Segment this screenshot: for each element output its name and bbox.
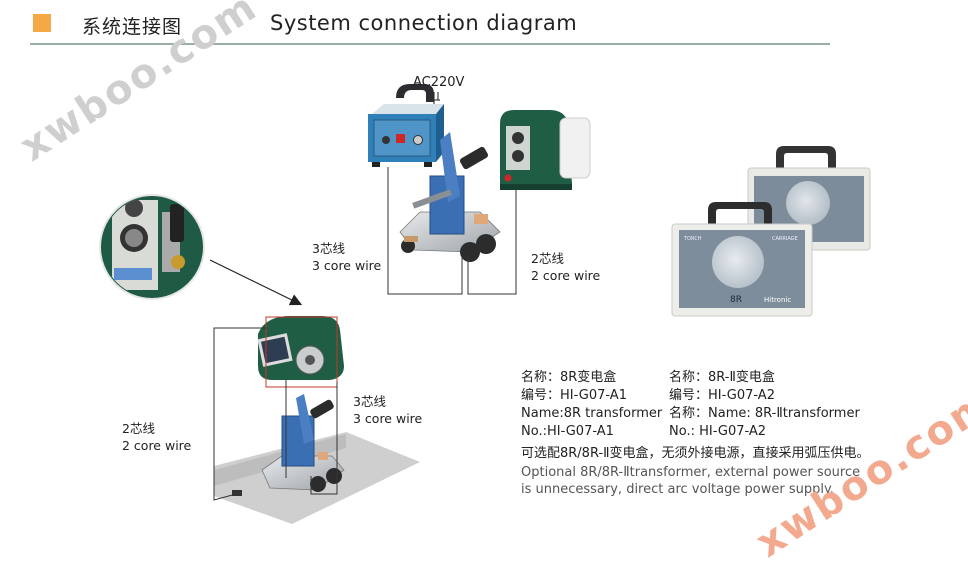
info-8r-ii-name-cn: 名称：8R-Ⅱ变电盒 bbox=[669, 370, 775, 385]
top-right-wire-cn: 2芯线 bbox=[531, 251, 564, 266]
info-8r-ii-name-en: 名称：Name: 8R-Ⅱtransformer bbox=[669, 406, 860, 421]
detail-arrow bbox=[209, 259, 303, 306]
info-note-cn: 可选配8R/8R-Ⅱ变电盒，无须外接电源，直接采用弧压供电。 bbox=[521, 446, 870, 461]
wire-feeder-device bbox=[500, 110, 591, 190]
transformer-brand: Hitronic bbox=[764, 296, 791, 304]
bottom-left-wire-cn: 2芯线 bbox=[122, 421, 155, 436]
diagram-illustrations: TORCH CARRIAGE 8R Hitronic bbox=[99, 84, 871, 524]
feeder-highlight-box bbox=[265, 316, 338, 388]
power-label: AC220V bbox=[413, 75, 465, 90]
page-title-en: System connection diagram bbox=[270, 11, 578, 35]
bottom-right-wire-label: 3芯线 3 core wire bbox=[353, 393, 422, 427]
header-divider bbox=[30, 43, 830, 45]
info-8r-ii-code-cn: 编号：HI-G07-A2 bbox=[669, 388, 775, 403]
top-left-wire-en: 3 core wire bbox=[312, 258, 382, 273]
top-right-wire-en: 2 core wire bbox=[531, 268, 601, 283]
top-wire-right bbox=[467, 190, 517, 295]
detail-magnifier bbox=[99, 194, 205, 300]
top-left-wire-cn: 3芯线 bbox=[312, 241, 345, 256]
welding-carriage-top bbox=[399, 132, 501, 262]
top-left-wire-label: 3芯线 3 core wire bbox=[312, 240, 381, 274]
info-8r-ii-no-en: No.: HI-G07-A2 bbox=[669, 424, 767, 439]
info-8r-name-cn: 名称：8R变电盒 bbox=[521, 370, 617, 385]
top-wire-left bbox=[387, 167, 463, 295]
info-8r-no-en: No.:HI-G07-A1 bbox=[521, 424, 614, 439]
transformer-8r-front: TORCH CARRIAGE 8R Hitronic bbox=[671, 202, 813, 317]
info-note-en-line1: Optional 8R/8R-Ⅱtransformer, external po… bbox=[521, 465, 861, 480]
info-note-en: Optional 8R/8R-Ⅱtransformer, external po… bbox=[521, 464, 860, 498]
info-column-8r: 名称：8R变电盒 编号：HI-G07-A1 Name:8R transforme… bbox=[521, 369, 662, 441]
bottom-wire-right bbox=[285, 380, 338, 495]
bottom-right-wire-cn: 3芯线 bbox=[353, 394, 386, 409]
page-title-cn: 系统连接图 bbox=[82, 16, 183, 38]
header-accent-square bbox=[33, 14, 51, 32]
control-box-device bbox=[368, 84, 444, 167]
bottom-left-wire-en: 2 core wire bbox=[122, 438, 192, 453]
wire-feeder-bottom bbox=[257, 316, 344, 380]
ground-clamp bbox=[232, 490, 242, 496]
welding-carriage-bottom bbox=[261, 394, 345, 492]
transformer-panel-right-text: CARRIAGE bbox=[772, 236, 798, 242]
bottom-wire-left bbox=[213, 327, 266, 501]
top-right-wire-label: 2芯线 2 core wire bbox=[531, 250, 600, 284]
info-note-en-line2: is unnecessary, direct arc voltage power… bbox=[521, 482, 834, 497]
info-8r-code-cn: 编号：HI-G07-A1 bbox=[521, 388, 627, 403]
info-8r-name-en: Name:8R transformer bbox=[521, 406, 663, 421]
transformer-model-label: 8R bbox=[730, 295, 742, 305]
transformer-panel-left-text: TORCH bbox=[683, 236, 702, 242]
bottom-right-wire-en: 3 core wire bbox=[353, 411, 423, 426]
info-column-8r-ii: 名称：8R-Ⅱ变电盒 编号：HI-G07-A2 名称：Name: 8R-Ⅱtra… bbox=[669, 369, 860, 441]
bottom-left-wire-label: 2芯线 2 core wire bbox=[122, 420, 191, 454]
